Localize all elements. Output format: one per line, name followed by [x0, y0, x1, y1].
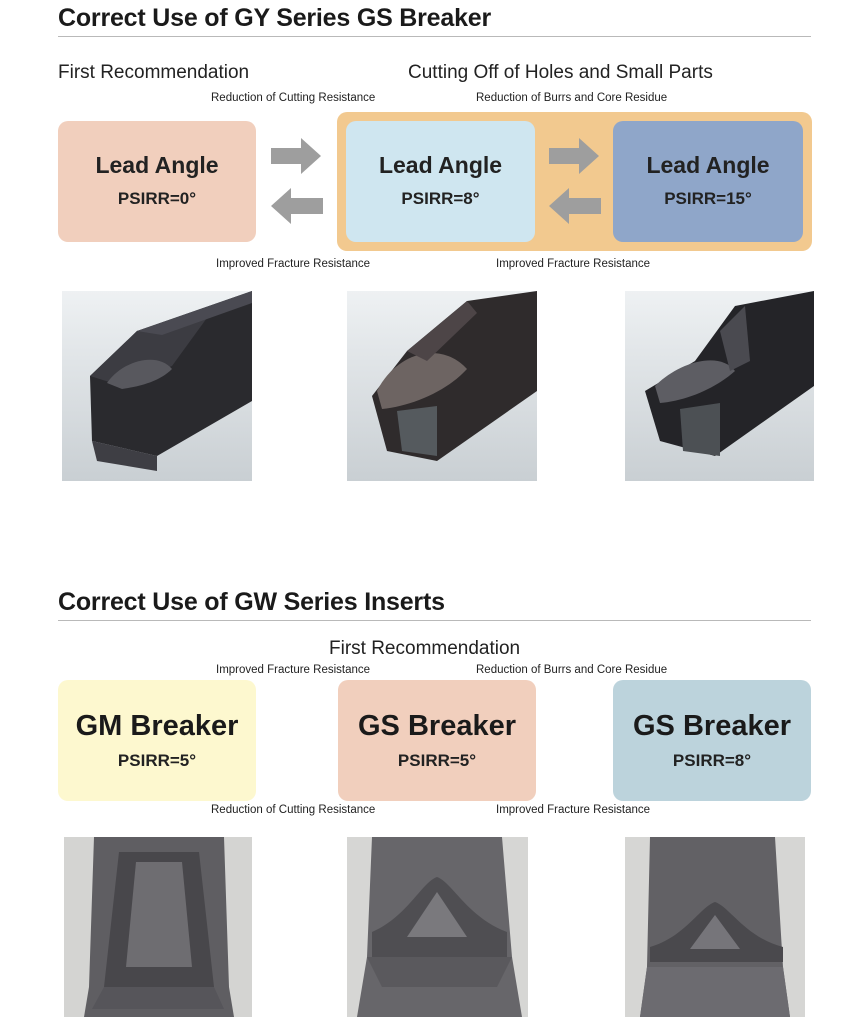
lead-angle-label: Lead Angle — [95, 152, 219, 178]
gs-breaker-photo-5 — [347, 837, 528, 1017]
lead-angle-label: Lead Angle — [378, 152, 503, 178]
gy-first-recommendation: First Recommendation — [58, 62, 250, 83]
gy-cutting-off-title: Cutting Off of Holes and Small Parts — [408, 62, 713, 83]
lead-angle-value: PSIRR=8° — [401, 189, 480, 208]
arrow-right-icon — [271, 138, 323, 174]
gm-breaker-photo — [64, 837, 252, 1017]
gs-breaker-box-8: GS Breaker PSIRR=8° — [613, 680, 811, 801]
lead-angle-box-0: Lead Angle PSIRR=0° — [58, 121, 256, 242]
breaker-value: PSIRR=5° — [397, 751, 477, 770]
gy-note-fracture-resistance-right: Improved Fracture Resistance — [496, 258, 651, 270]
lead-angle-label: Lead Angle — [646, 152, 770, 178]
gw-section-title: Correct Use of GW Series Inserts — [58, 588, 445, 616]
gw-note-reduction-cutting-resistance: Reduction of Cutting Resistance — [211, 804, 376, 816]
arrow-left-icon — [549, 188, 601, 224]
gw-note-reduction-burrs: Reduction of Burrs and Core Residue — [476, 664, 668, 676]
arrow-right-icon — [549, 138, 601, 174]
breaker-code: GS — [358, 710, 400, 742]
gs-breaker-photo-8 — [625, 837, 805, 1017]
gy-title-divider — [58, 36, 811, 37]
breaker-code: GS — [633, 710, 675, 742]
gw-note-fracture-resistance-right: Improved Fracture Resistance — [496, 804, 651, 816]
gy-insert-photo-8 — [347, 291, 537, 481]
lead-angle-box-8: Lead Angle PSIRR=8° — [346, 121, 535, 242]
breaker-value: PSIRR=5° — [117, 751, 197, 770]
gy-note-reduction-cutting-resistance: Reduction of Cutting Resistance — [211, 92, 376, 104]
breaker-value: PSIRR=8° — [672, 751, 752, 770]
gw-title-divider — [58, 620, 811, 621]
gy-note-fracture-resistance-left: Improved Fracture Resistance — [216, 258, 371, 270]
lead-angle-box-15: Lead Angle PSIRR=15° — [613, 121, 803, 242]
gy-note-reduction-burrs: Reduction of Burrs and Core Residue — [476, 92, 668, 104]
breaker-code: GM — [75, 710, 123, 742]
breaker-word: Breaker — [130, 710, 239, 742]
breaker-word: Breaker — [407, 710, 516, 742]
breaker-word: Breaker — [682, 710, 791, 742]
gy-section-title: Correct Use of GY Series GS Breaker — [58, 4, 492, 32]
gw-note-fracture-resistance: Improved Fracture Resistance — [216, 664, 371, 676]
gm-breaker-box: GM Breaker PSIRR=5° — [58, 680, 256, 801]
gw-first-recommendation: First Recommendation — [329, 638, 521, 659]
gy-insert-photo-15 — [625, 291, 814, 481]
gy-insert-photo-0 — [62, 291, 252, 481]
lead-angle-value: PSIRR=15° — [664, 189, 752, 208]
lead-angle-value: PSIRR=0° — [117, 189, 197, 208]
gs-breaker-box-5: GS Breaker PSIRR=5° — [338, 680, 536, 801]
arrow-left-icon — [271, 188, 323, 224]
